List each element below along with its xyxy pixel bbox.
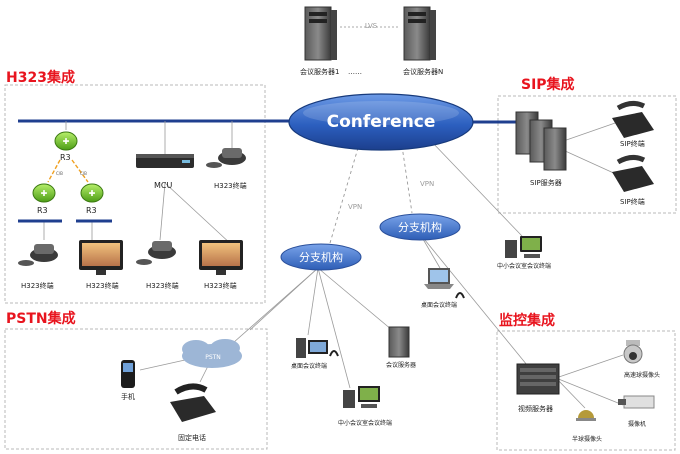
router-link (71, 159, 89, 183)
speed-dome-camera-label: 高速球摄像头 (624, 371, 660, 379)
h323-terminal-label: H323终端 (214, 181, 247, 190)
sip-terminal-label: SIP终端 (620, 139, 645, 148)
box-camera-label: 摄像机 (628, 420, 646, 428)
router-icon: ✚ (80, 183, 104, 203)
router-link (47, 159, 61, 183)
h323-terminal-icon (136, 241, 176, 265)
pstn-cloud-icon (182, 339, 242, 368)
conference-hub (288, 93, 474, 151)
pstn-region-title: PSTN集成 (6, 310, 76, 327)
vpn-line-2 (401, 145, 413, 214)
h323-region-box (4, 84, 266, 304)
mcu-label: MCU (154, 181, 172, 190)
h323-terminal-icon (18, 244, 58, 266)
router-label: R3 (60, 153, 71, 162)
router-icon: ✚ (54, 131, 78, 151)
branch-label-right: 分支机构 (398, 220, 442, 234)
h323-terminal-tv-icon (199, 240, 243, 275)
sip-server-label: SIP服务器 (530, 178, 562, 187)
h323-terminal-label: H323终端 (204, 281, 237, 290)
desktop-terminal-label: 桌面会议终端 (421, 301, 457, 309)
router-icon: ✚ (32, 183, 56, 203)
branch-node-right (379, 213, 461, 241)
server1-label: 会议服务器1 (300, 67, 339, 76)
router-link-label: C/B (56, 171, 63, 176)
h323-terminal-label: H323终端 (21, 281, 54, 290)
h323-terminal-icon (206, 148, 246, 168)
meeting-server-icon (388, 326, 410, 358)
h323-terminal-label: H323终端 (146, 281, 179, 290)
sip-server-icon (515, 111, 567, 171)
box-camera-icon (618, 395, 655, 409)
fixed-phone-label: 固定电话 (178, 433, 206, 442)
conference-server-n-icon (403, 6, 436, 61)
h323-region-title: H323集成 (6, 69, 75, 86)
mcu-device-icon (136, 154, 194, 168)
pstn-region-box (4, 328, 268, 450)
vpn-label-right: VPN (420, 180, 434, 188)
room-terminal-label: 中小会议室会议终端 (338, 419, 392, 427)
laptop-terminal-icon (424, 268, 465, 299)
dome-camera-icon (576, 410, 596, 421)
branch-node-left (280, 243, 362, 271)
vpn-label-left: VPN (348, 203, 362, 211)
lvs-label: LVS (365, 22, 378, 30)
mobile-label: 手机 (121, 392, 135, 401)
sip-terminal-label: SIP终端 (620, 197, 645, 206)
pstn-cloud-label: PSTN (205, 354, 221, 361)
desktop-terminal-label: 桌面会议终端 (291, 362, 327, 370)
ip-phone-icon (612, 100, 654, 138)
dome-camera-label: 半球摄像头 (572, 435, 602, 443)
server-dots-label: …… (348, 68, 362, 76)
room-terminal-icon (343, 386, 380, 408)
monitor-region-title: 监控集成 (499, 312, 555, 329)
svg-text:✚: ✚ (41, 189, 48, 198)
ip-phone-icon (612, 154, 654, 192)
conference-server-1-icon (304, 6, 337, 61)
vpn-line-1 (329, 147, 359, 244)
speed-dome-camera-icon (623, 340, 643, 364)
desktop-terminal-icon (296, 338, 339, 358)
conference-hub-highlight (303, 101, 459, 125)
router-label: R3 (86, 206, 97, 215)
router-label: R3 (37, 206, 48, 215)
monitor-region-box (496, 330, 676, 451)
sip-region-title: SIP集成 (521, 76, 575, 93)
router-link-label: C/B (80, 171, 87, 176)
room-terminal-icon (505, 236, 542, 258)
room-terminal-label: 中小会议室会议终端 (497, 262, 551, 270)
meeting-server-label: 会议服务器 (386, 361, 416, 369)
svg-text:✚: ✚ (63, 137, 70, 146)
mobile-phone-icon (121, 360, 135, 388)
branch-label-left: 分支机构 (299, 250, 343, 264)
h323-terminal-tv-icon (79, 240, 123, 275)
video-server-icon (516, 363, 560, 395)
serverN-label: 会议服务器N (403, 67, 443, 76)
conference-label: Conference (327, 112, 436, 132)
video-server-label: 视频服务器 (518, 404, 553, 413)
svg-text:✚: ✚ (89, 189, 96, 198)
sip-region-box (497, 95, 677, 214)
fixed-phone-icon (170, 383, 216, 422)
h323-terminal-label: H323终端 (86, 281, 119, 290)
